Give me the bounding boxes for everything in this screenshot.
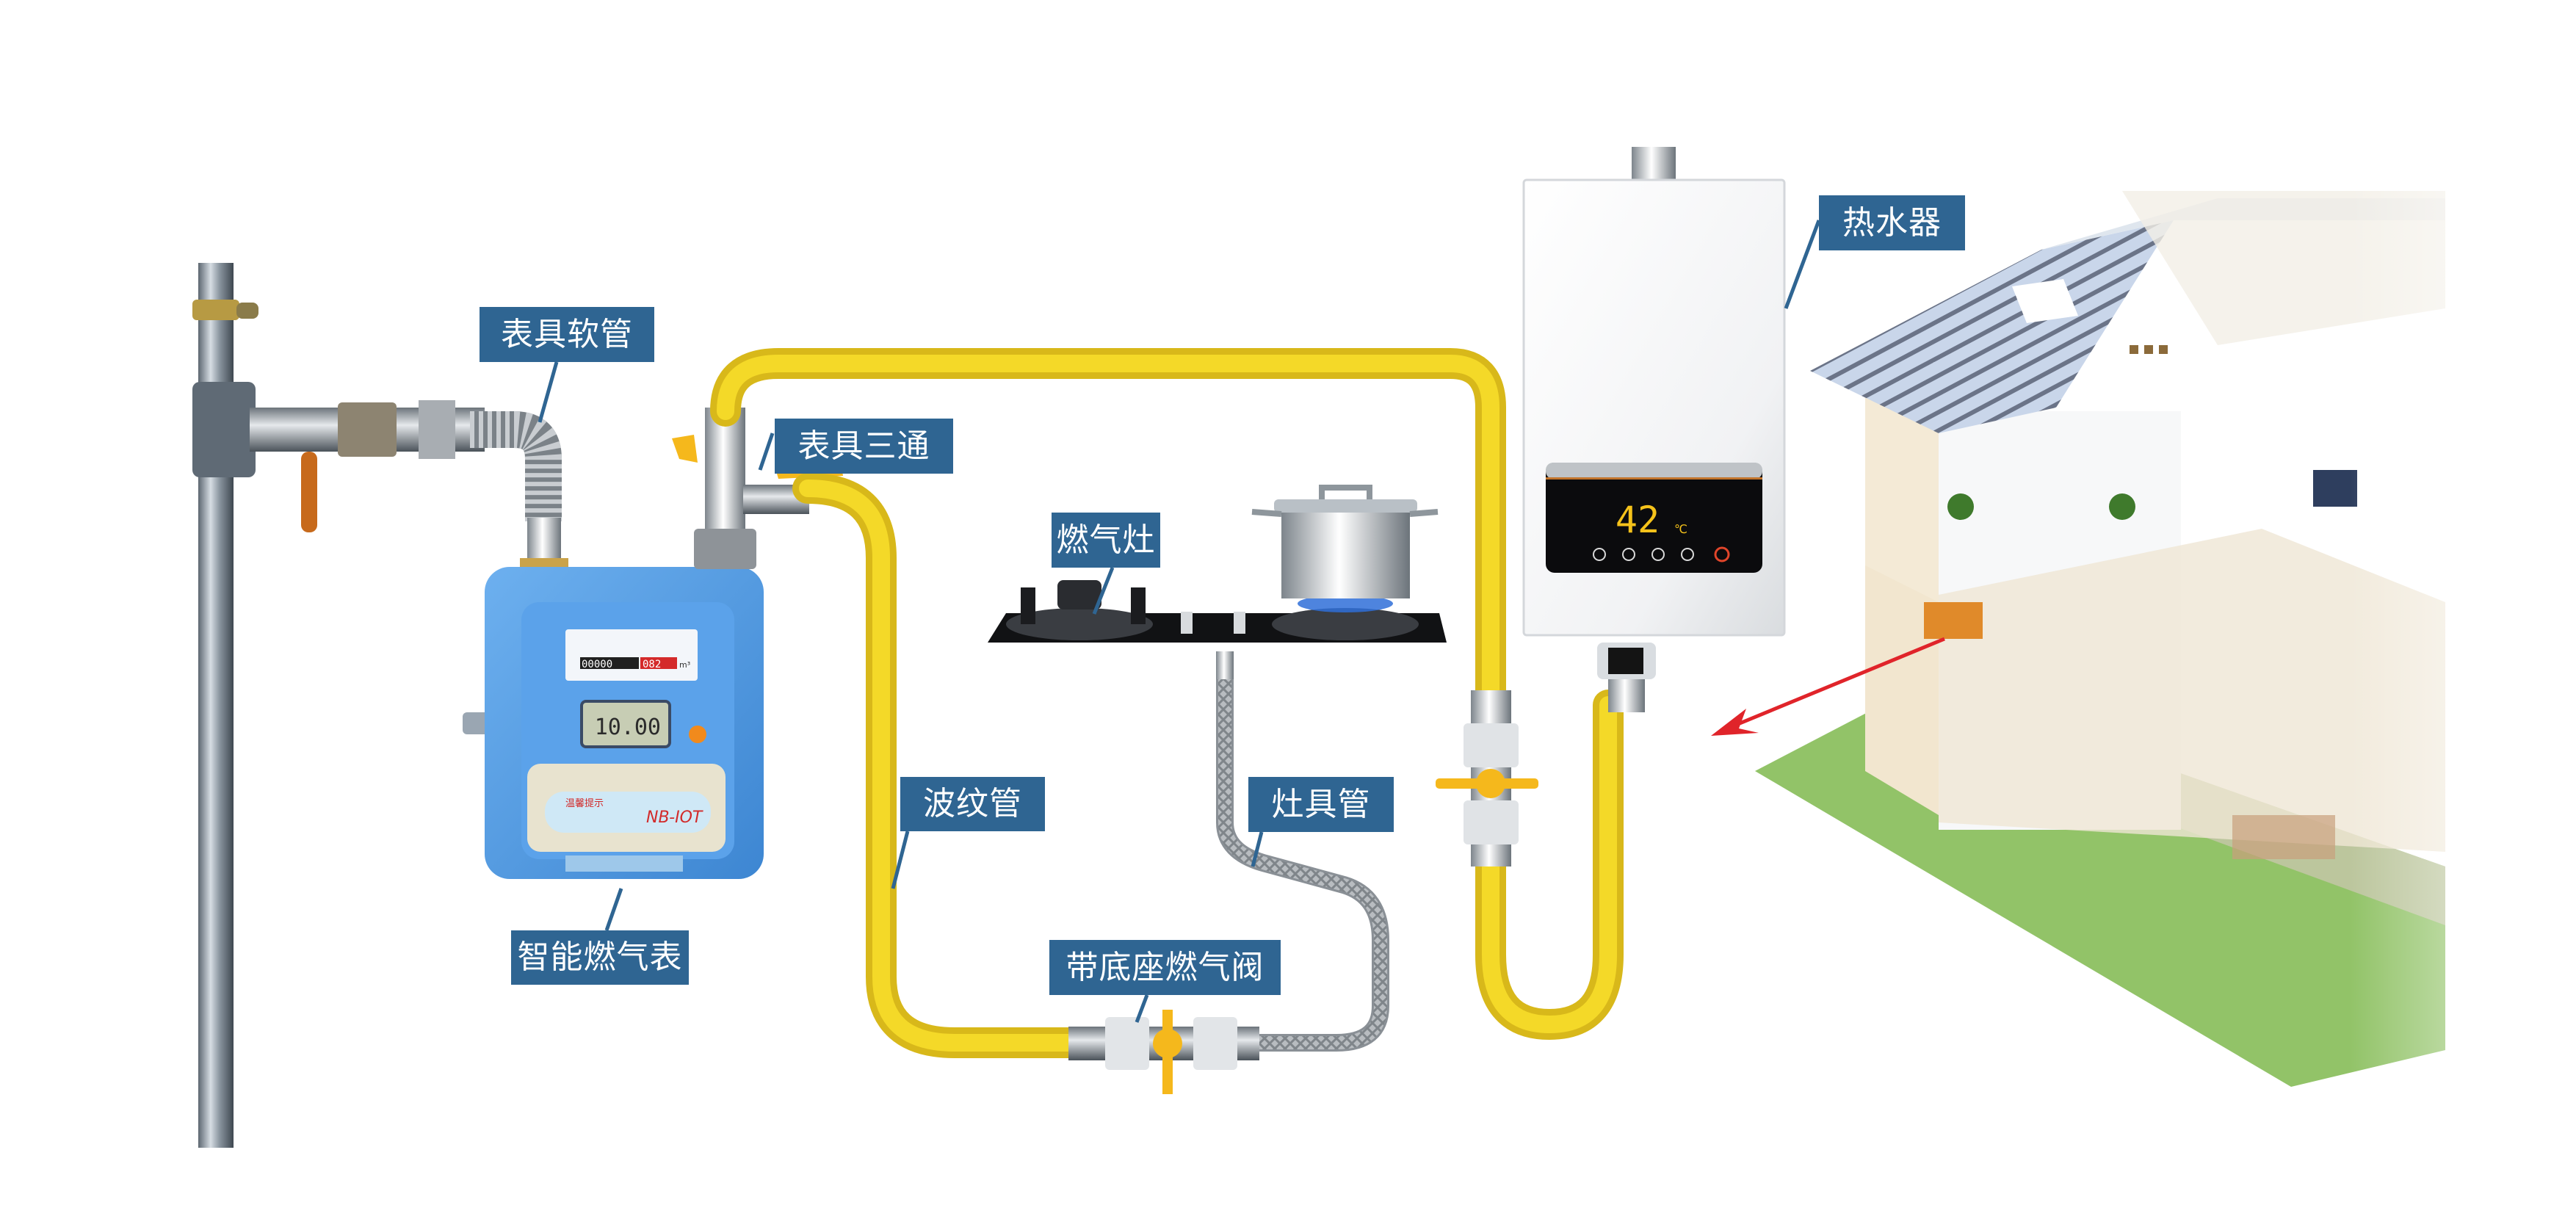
label-water-heater: 热水器 [1819, 195, 1965, 250]
heater-temperature-unit: ℃ [1674, 522, 1687, 536]
label-stove-hose: 灶具管 [1248, 777, 1394, 832]
kitchen-counter [1924, 602, 1983, 639]
heater-temperature: 42 [1616, 499, 1660, 541]
leader-lines [538, 220, 1821, 1023]
label-base-gas-valve: 带底座燃气阀 [1049, 940, 1281, 995]
heater-control-panel [1546, 463, 1762, 573]
stove-hose [1216, 651, 1389, 1052]
heater-power-button-icon[interactable] [1714, 546, 1730, 562]
meter-model-badge: NB-IOT [646, 808, 703, 827]
meter-nameplate [565, 629, 698, 681]
label-meter-tee: 表具三通 [775, 419, 953, 474]
label-gas-meter: 智能燃气表 [511, 930, 689, 985]
red-valve-handle-icon [301, 452, 317, 532]
meter-counter-red: 082 [643, 659, 661, 670]
water-heater: 42 ℃ [1522, 147, 1786, 637]
heater-up-button-icon[interactable] [1651, 548, 1665, 561]
meter-lcd-reading: 10.00 [595, 715, 661, 740]
heater-down-button-icon[interactable] [1681, 548, 1694, 561]
meter-button-icon [689, 726, 706, 743]
plant-icon [2109, 493, 2135, 520]
meter-lcd [580, 700, 671, 748]
label-meter-hose: 表具软管 [480, 307, 654, 362]
meter-counter-unit: m³ [679, 660, 690, 670]
meter-hose [470, 411, 568, 571]
heater-inlet-fitting [1597, 643, 1656, 712]
plant-icon [1947, 493, 1974, 520]
cooking-pot [1281, 507, 1410, 598]
label-corrugated-pipe: 波纹管 [900, 777, 1045, 831]
meter-card-title: 温馨提示 [565, 797, 604, 809]
pointer-arrow [1711, 637, 1945, 736]
label-gas-stove: 燃气灶 [1052, 513, 1160, 568]
heater-preset-button-icon[interactable] [1622, 548, 1635, 561]
corrugated-gas-pipe [710, 348, 1624, 1058]
smart-gas-meter: 00000 082 m³ 10.00 温馨提示 NB-IOT [463, 567, 764, 879]
supply-riser-pipe [192, 263, 258, 1148]
water-heater-valve [1436, 690, 1538, 867]
base-gas-valve [1068, 1010, 1259, 1094]
main-shutoff-valve [250, 400, 485, 532]
heater-mode-button-icon[interactable] [1593, 548, 1606, 561]
gas-stove [988, 485, 1447, 643]
valve-handle-icon [672, 435, 698, 463]
cutaway-house [1755, 184, 2576, 1138]
meter-tee-valve [672, 408, 843, 569]
meter-counter-black: 00000 [582, 659, 612, 670]
floor-heating-mat [2232, 815, 2335, 859]
flame-icon [1298, 595, 1393, 612]
flue-pipe [1632, 147, 1676, 182]
